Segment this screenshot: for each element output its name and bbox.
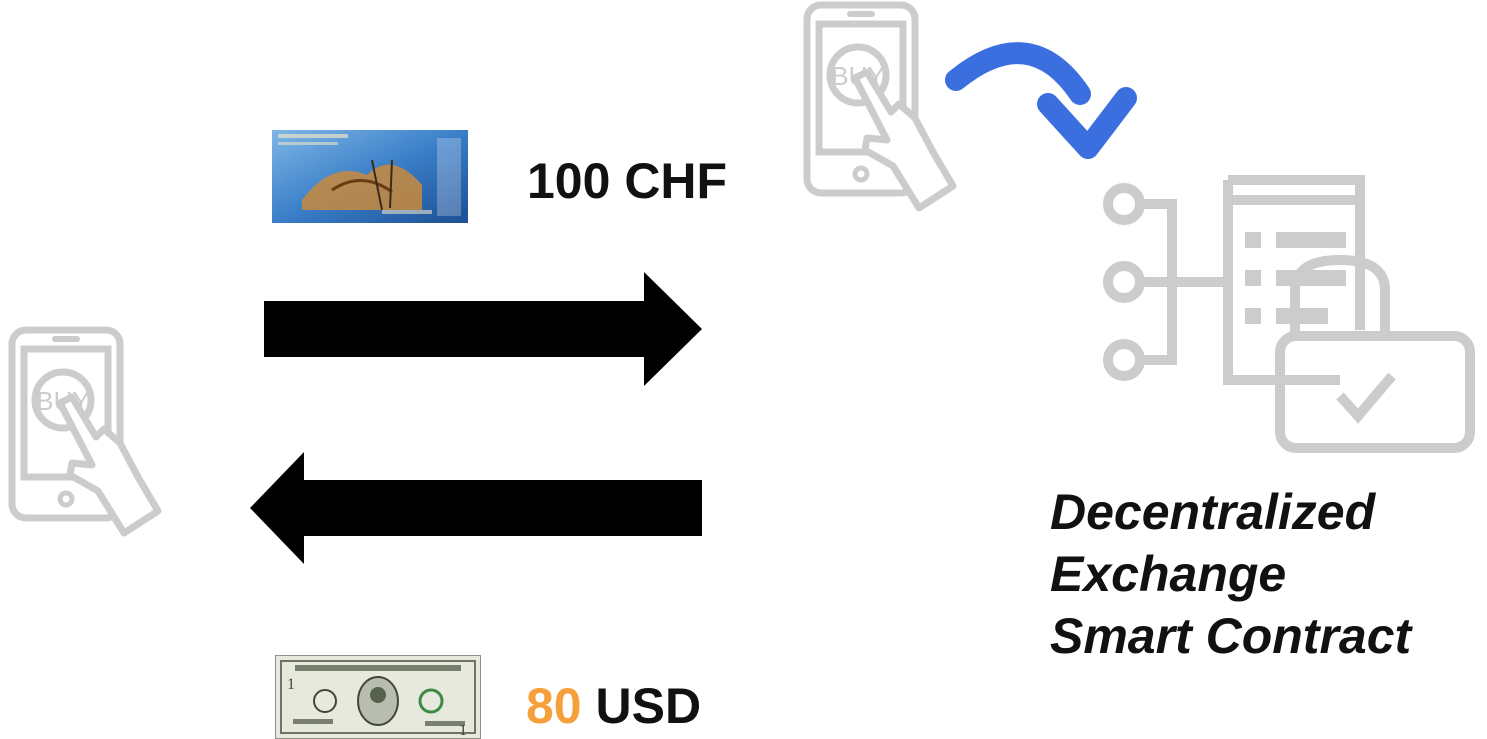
arrow-left-icon: [250, 452, 704, 564]
user-phone-buy-icon: BUY: [0, 325, 180, 540]
contract-label-line1: Decentralized: [1050, 484, 1376, 540]
arrow-right-icon: [264, 272, 704, 387]
receive-amount-label: 80 USD: [526, 681, 701, 731]
phone-buy-icon: BUY: [795, 0, 975, 215]
receive-amount-value: 80: [526, 678, 582, 734]
receive-amount-currency: USD: [595, 678, 702, 734]
contract-label-line2: Exchange: [1050, 546, 1287, 602]
swiss-franc-banknote: [272, 130, 468, 223]
send-amount-label: 100 CHF: [527, 153, 728, 209]
svg-text:1: 1: [287, 676, 295, 693]
contract-label: Decentralized Exchange Smart Contract: [1050, 481, 1411, 667]
svg-text:1: 1: [459, 722, 467, 739]
curved-arrow-icon: [940, 32, 1150, 162]
smart-contract-lock-icon: [1100, 170, 1480, 460]
us-dollar-banknote: 1 1: [275, 655, 481, 739]
contract-label-line3: Smart Contract: [1050, 608, 1412, 664]
